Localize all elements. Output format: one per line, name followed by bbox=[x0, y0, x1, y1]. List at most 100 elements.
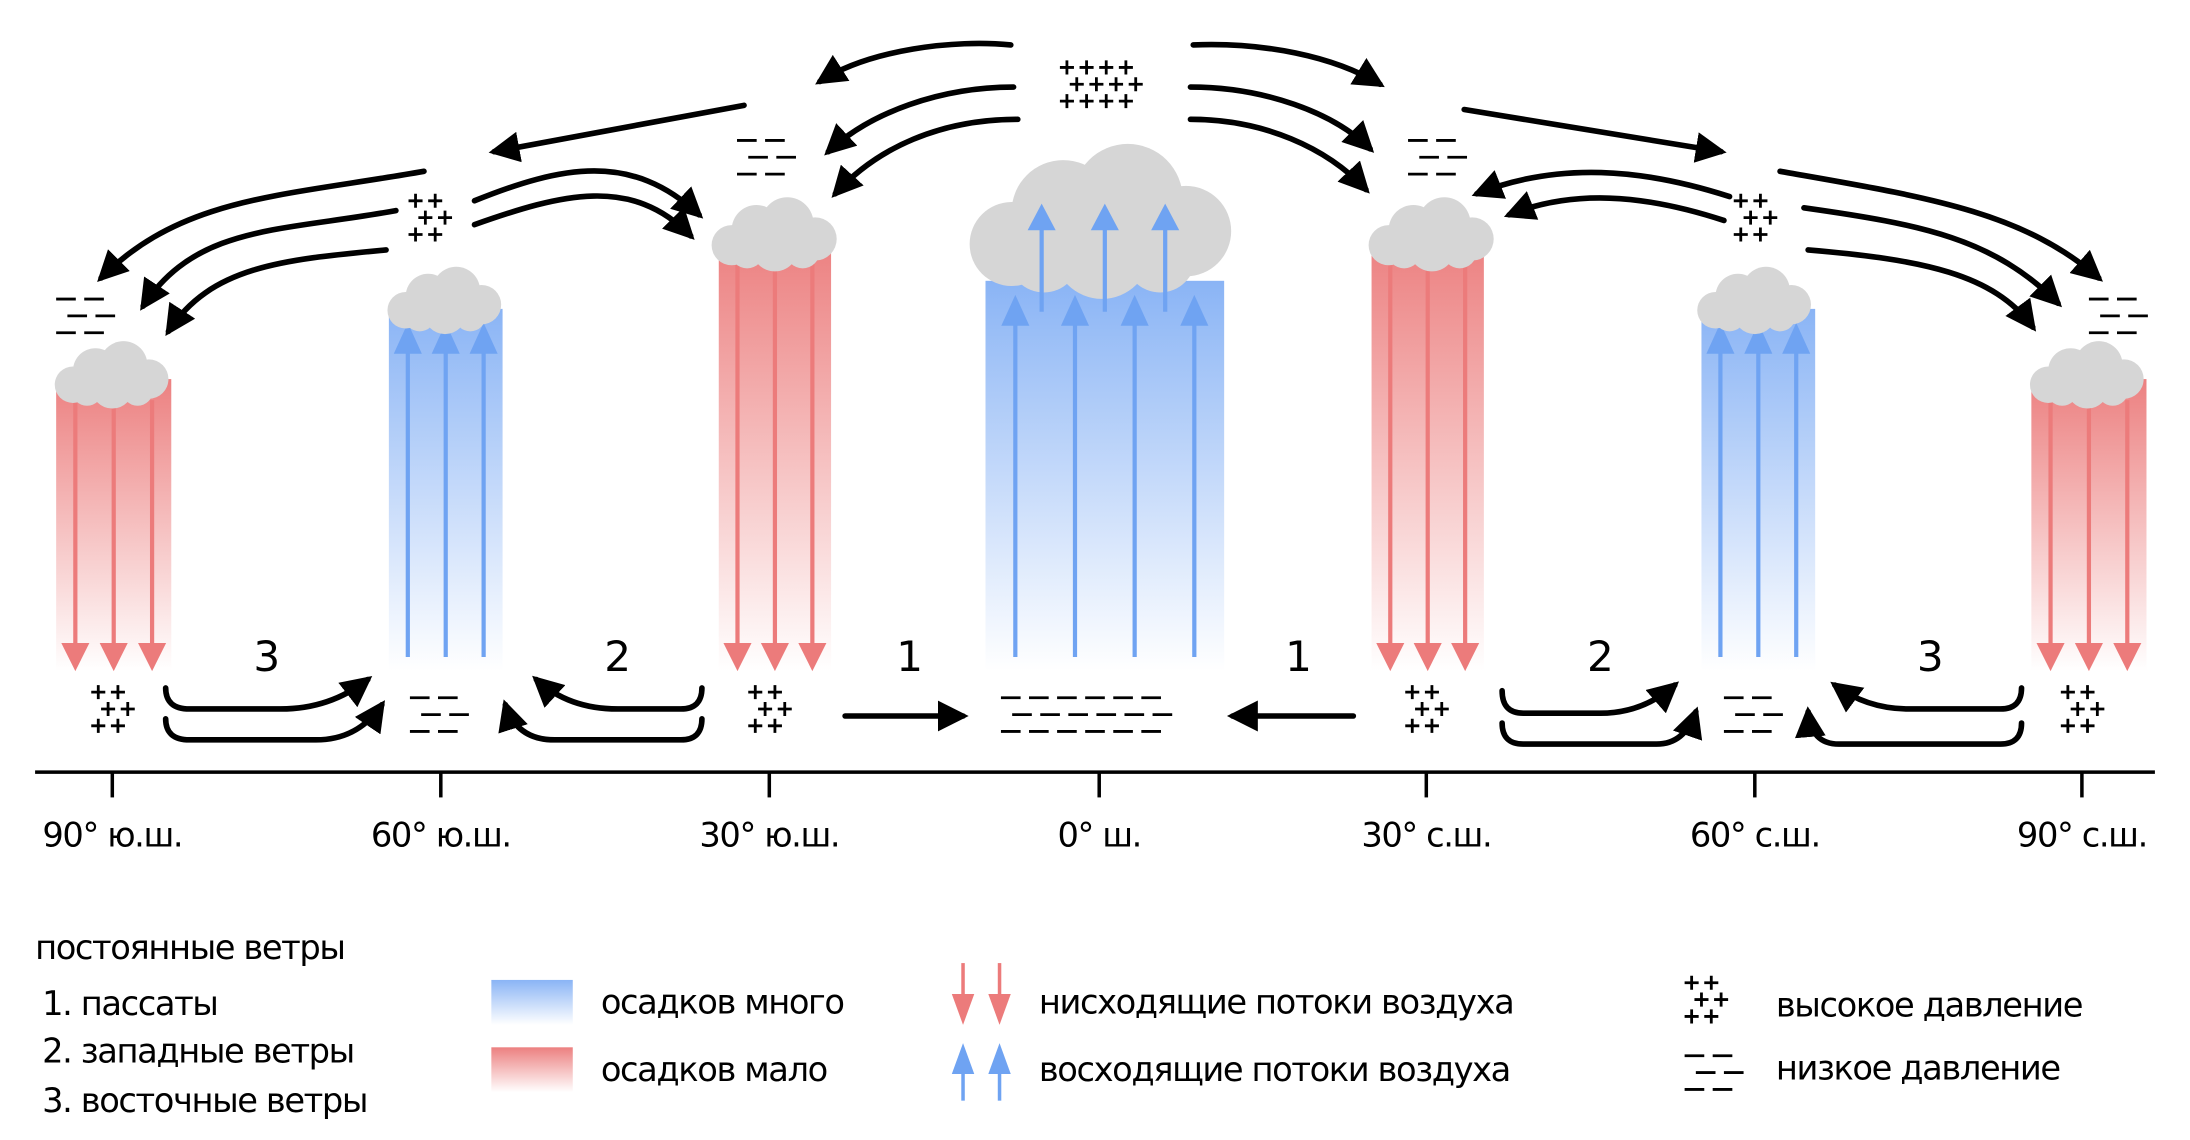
easterly-wind-arrow bbox=[1794, 706, 2025, 747]
rising-arrow-icon bbox=[951, 1043, 1011, 1101]
rising-air-arrow bbox=[469, 322, 498, 658]
latitude-column bbox=[969, 143, 1232, 672]
wind-number: 1 bbox=[1285, 632, 1312, 681]
wind-arrow bbox=[471, 193, 695, 240]
rising-air-arrow bbox=[1090, 203, 1119, 312]
wind-number: 2 bbox=[1587, 632, 1614, 681]
cloud-icon bbox=[1697, 266, 1811, 335]
wind-arrow bbox=[1777, 168, 2103, 282]
wind-number: 3 bbox=[1917, 632, 1944, 681]
latitude-label: 30° ю.ш. bbox=[699, 816, 839, 855]
wind-number: 2 bbox=[604, 632, 631, 681]
low-pressure-icon bbox=[1723, 696, 1783, 733]
wind-arrow bbox=[1187, 116, 1370, 194]
low-pressure-icon bbox=[409, 696, 469, 733]
cloud-icon bbox=[1368, 197, 1494, 272]
cloud-icon bbox=[387, 266, 502, 335]
low-pressure-icon bbox=[56, 297, 116, 335]
latitude-column bbox=[54, 341, 172, 672]
wind-arrow bbox=[831, 116, 1021, 198]
rising-air-arrow bbox=[1706, 322, 1735, 658]
descending-air-arrow bbox=[1376, 262, 1405, 672]
easterly-wind-arrow bbox=[1830, 681, 2025, 713]
low-pressure-icon bbox=[1408, 139, 1468, 176]
legend-low-pressure: низкое давление bbox=[1776, 1049, 2060, 1088]
descending-air-arrow bbox=[2074, 400, 2103, 672]
high-pressure-icon bbox=[1405, 685, 1449, 733]
latitude-column bbox=[1697, 266, 1816, 672]
wind-number: 1 bbox=[896, 632, 923, 681]
wind-numbers: 3 2 1 1 2 3 bbox=[253, 632, 1943, 681]
wind-arrow bbox=[140, 207, 399, 311]
rising-air-arrow bbox=[393, 322, 422, 658]
rising-air-arrow bbox=[1060, 294, 1090, 658]
latitude-label: 90° с.ш. bbox=[2017, 816, 2147, 855]
high-pressure-icon bbox=[1733, 193, 1778, 242]
low-pressure-icon bbox=[1684, 1054, 1744, 1091]
latitude-column bbox=[711, 197, 837, 672]
wind-arrow bbox=[471, 168, 704, 219]
low-pressure-icon bbox=[737, 139, 796, 176]
descending-air-arrow bbox=[1413, 262, 1442, 672]
rising-air-arrow bbox=[1027, 203, 1056, 312]
legend-descending: нисходящие потоки воздуха bbox=[1039, 983, 1514, 1022]
legend-precip-low: осадков мало bbox=[601, 1050, 827, 1089]
pressure-symbols bbox=[56, 60, 2148, 733]
wind-arrow bbox=[1187, 84, 1375, 153]
high-pressure-icon bbox=[408, 193, 453, 242]
latitude-column bbox=[2029, 341, 2147, 672]
westerly-wind-arrow bbox=[532, 675, 705, 712]
latitude-label: 0° ш. bbox=[1057, 816, 1141, 855]
descending-air-arrow bbox=[798, 262, 827, 672]
wind-arrow bbox=[165, 247, 389, 337]
descending-air-arrow bbox=[760, 262, 789, 672]
rising-air-arrow bbox=[1180, 294, 1209, 658]
descending-air-arrow bbox=[1451, 262, 1480, 672]
wind-arrow bbox=[1503, 191, 1727, 224]
latitude-label: 60° с.ш. bbox=[1690, 816, 1820, 855]
latitude-label: 60° ю.ш. bbox=[371, 816, 511, 855]
precip-high-swatch bbox=[491, 979, 573, 1025]
legend-wind-item: 2. западные ветры bbox=[42, 1032, 354, 1071]
descending-air-arrow bbox=[61, 400, 90, 672]
rising-air-arrow bbox=[1001, 294, 1030, 658]
westerly-wind-arrow bbox=[498, 699, 705, 743]
easterly-wind-arrow bbox=[162, 700, 386, 743]
surface-wind-arrows bbox=[162, 675, 2025, 747]
high-pressure-icon bbox=[1684, 975, 1729, 1024]
high-pressure-icon bbox=[91, 685, 135, 733]
high-pressure-icon bbox=[748, 685, 792, 733]
legend-winds-title: постоянные ветры bbox=[35, 928, 344, 967]
wind-arrow bbox=[1801, 204, 2063, 308]
rising-air-arrow bbox=[1744, 322, 1773, 658]
rising-air-arrow bbox=[1151, 203, 1180, 312]
legend-high-pressure: высокое давление bbox=[1776, 985, 2082, 1024]
low-pressure-icon bbox=[1000, 696, 1173, 733]
descending-air-arrow bbox=[99, 400, 128, 672]
wind-arrow bbox=[97, 168, 427, 282]
legend-rising: восходящие потоки воздуха bbox=[1039, 1050, 1510, 1089]
descending-air-arrow bbox=[2113, 400, 2142, 672]
latitude-columns bbox=[54, 143, 2147, 672]
easterly-wind-arrow bbox=[162, 676, 373, 712]
westerly-wind-arrow bbox=[1499, 681, 1680, 716]
high-pressure-icon bbox=[2060, 685, 2105, 733]
rising-air-arrow bbox=[1120, 294, 1149, 658]
low-pressure-icon bbox=[2088, 297, 2148, 335]
latitude-axis: 90° ю.ш.60° ю.ш.30° ю.ш.0° ш.30° с.ш.60°… bbox=[35, 770, 2155, 855]
wind-arrow bbox=[1190, 41, 1385, 88]
cloud-icon bbox=[54, 341, 169, 409]
rising-air-arrow bbox=[1782, 322, 1811, 658]
cloud-icon bbox=[2029, 341, 2144, 409]
wind-arrow bbox=[1461, 106, 1727, 163]
cloud-icon bbox=[711, 197, 837, 272]
latitude-column bbox=[1368, 197, 1494, 672]
high-precipitation-band bbox=[985, 280, 1225, 672]
rising-air-arrow bbox=[431, 322, 460, 658]
precip-low-swatch bbox=[491, 1047, 573, 1093]
descending-air-arrow bbox=[2036, 400, 2065, 672]
latitude-label: 90° ю.ш. bbox=[42, 816, 182, 855]
wind-arrow bbox=[488, 102, 747, 163]
upper-wind-arrows bbox=[97, 40, 2103, 337]
